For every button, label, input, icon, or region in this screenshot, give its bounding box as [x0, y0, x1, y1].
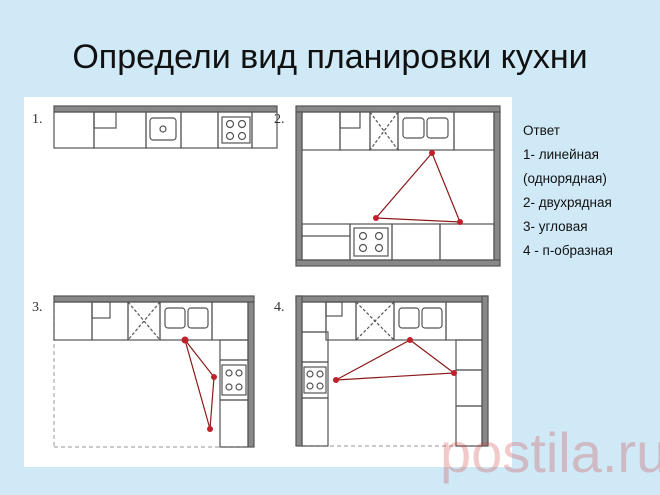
plan-1-number: 1. — [32, 112, 43, 127]
answer-heading: Ответ — [523, 123, 560, 138]
answer-line-1: 1- линейная — [523, 147, 599, 162]
plan-4-number: 4. — [274, 300, 285, 315]
plan-2-two-row — [295, 105, 501, 267]
plan-4-u-shaped — [295, 295, 489, 447]
kitchen-plans-drawing: 1. 2. 3. 4. — [32, 105, 501, 448]
answer-line-5: 4 - п-образная — [523, 243, 613, 258]
answer-line-2: (однорядная) — [523, 171, 607, 186]
answer-line-4: 3- угловая — [523, 219, 588, 234]
plan-3-corner — [53, 295, 255, 448]
watermark-logo: postila.ru — [440, 421, 660, 484]
answer-box: Ответ 1- линейная (однорядная) 2- двухря… — [523, 119, 658, 263]
slide-title: Определи вид планировки кухни — [72, 38, 588, 76]
kitchen-plans-panel: 1. 2. 3. 4. — [24, 97, 512, 467]
plan-1-linear — [53, 105, 278, 149]
answer-line-3: 2- двухрядная — [523, 195, 612, 210]
plan-2-number: 2. — [274, 112, 285, 127]
plan-3-number: 3. — [32, 300, 43, 315]
